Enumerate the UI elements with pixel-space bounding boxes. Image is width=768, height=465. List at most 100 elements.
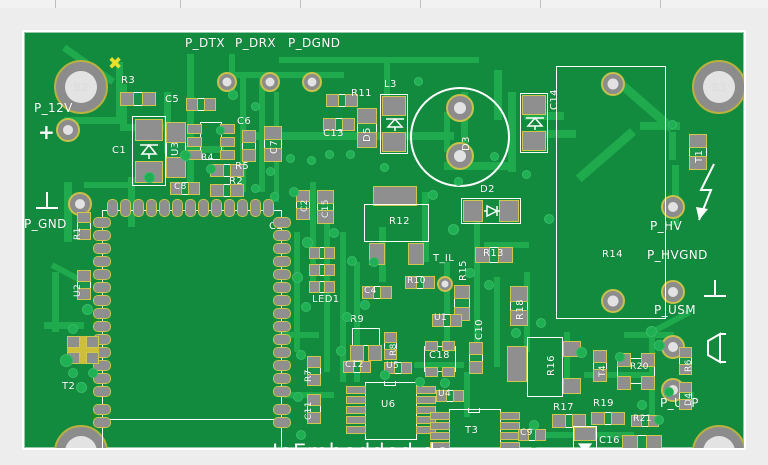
copper-trace [128,177,135,227]
copper-trace [474,222,480,352]
designator-u4: T3 [465,425,479,436]
component-t2[interactable] [352,328,380,346]
component-u4[interactable] [449,409,501,448]
pcb-board[interactable]: B2 B3 B1 B4 ✖ ✖ P_12V + P_GND [22,30,746,450]
component-c2-c[interactable] [309,281,335,293]
component-t1[interactable] [364,204,429,242]
copper-trace [669,132,676,160]
component-c3[interactable] [317,190,334,224]
component-u5[interactable] [365,382,417,440]
designator-r16: T4 [598,364,608,377]
component-c16[interactable] [622,435,662,448]
component-r14[interactable] [689,133,707,171]
designator-r20: R17 [553,402,574,413]
designator-l3: D3 [461,136,472,151]
component-c18[interactable] [469,342,483,374]
component-d4[interactable] [573,426,597,448]
component-c8[interactable] [210,184,244,197]
pad-t3-tab [507,346,527,382]
component-r16[interactable] [593,350,607,382]
pcb-canvas[interactable]: B2 B3 B1 B4 ✖ ✖ P_12V + P_GND [0,8,768,465]
via [68,324,78,334]
copper-trace [494,70,502,120]
plus-sign-icon: + [38,120,56,144]
component-r12[interactable] [475,247,513,263]
component-c10[interactable] [435,390,465,402]
component-r20[interactable] [552,414,586,428]
component-d2[interactable] [461,198,521,224]
component-u6[interactable] [424,346,456,372]
component-outline-u1 [102,210,282,420]
designator-r10: C4 [364,286,377,296]
component-r19[interactable] [630,415,660,427]
mounting-hole-b4[interactable]: B4 [692,425,744,448]
component-r6[interactable] [679,381,692,411]
component-c1[interactable] [166,121,186,179]
component-c12[interactable] [383,362,413,374]
component-r2[interactable] [326,94,358,107]
component-t4[interactable] [617,358,655,384]
designator-r3: R3 [121,75,136,86]
component-r17[interactable] [591,412,625,425]
component-c7[interactable] [264,125,282,163]
component-r11[interactable] [323,118,355,131]
component-c15[interactable] [431,314,463,327]
diode-symbol-icon [526,116,544,130]
mounting-hole-b2[interactable]: B2 [54,60,108,114]
copper-trace [464,372,470,417]
component-r7[interactable] [307,393,321,425]
component-r3[interactable] [119,92,157,106]
component-c5[interactable] [185,98,217,111]
designator-r11: C13 [323,128,344,139]
connector-pad-pdtx[interactable] [217,72,237,92]
component-d3[interactable] [520,93,548,153]
component-d5[interactable] [380,94,408,154]
component-r21[interactable] [679,346,692,376]
connector-label-pusm: P_USM [654,303,696,317]
component-c6[interactable] [242,130,256,162]
connector-pad-pdrx[interactable] [260,72,280,92]
designator-d1: C1 [112,145,127,156]
component-t3[interactable] [527,337,563,397]
pad [382,132,406,152]
connector-pad-pdgnd[interactable] [302,72,322,92]
component-r5[interactable] [169,182,201,195]
component-r18[interactable] [404,276,436,289]
mount-label: B3 [711,80,727,94]
component-led1[interactable] [77,211,91,241]
copper-trace [340,232,346,382]
designator-r7: C11 [304,401,314,420]
component-c4[interactable] [296,189,310,221]
copper-trace [564,332,570,392]
component-d1[interactable] [132,116,166,186]
copper-trace [494,277,500,367]
test-point-til[interactable] [437,276,453,292]
designator-t1: R12 [389,216,410,227]
component-outline-c14[interactable] [556,66,666,319]
designator-r4: R5 [235,161,250,172]
mounting-hole-b3[interactable]: B3 [692,60,744,114]
component-c17[interactable] [517,429,547,441]
component-r1[interactable] [77,269,91,301]
copper-trace [414,362,464,368]
connector-pad-p12v[interactable] [56,118,80,142]
component-c13[interactable] [357,108,377,148]
component-r10[interactable] [361,286,393,299]
designator-r1: U2 [73,283,83,297]
component-c11[interactable] [342,361,372,373]
designator-r17: R19 [593,398,614,409]
copper-trace [640,122,680,130]
pad-t1-tab [373,186,417,206]
component-c2-b[interactable] [309,264,335,276]
copper-trace [64,117,122,124]
component-r8[interactable] [307,355,321,387]
component-r9[interactable] [384,331,397,361]
designator-r9: R8 [389,343,399,356]
designator-c15: U1 [434,313,448,323]
mounting-hole-b1[interactable]: B1 [54,425,108,448]
designator-c14: R14 [602,249,623,260]
component-c2-a[interactable] [309,247,335,259]
component-outline-l3[interactable] [410,87,510,187]
component-r15[interactable] [510,286,528,326]
